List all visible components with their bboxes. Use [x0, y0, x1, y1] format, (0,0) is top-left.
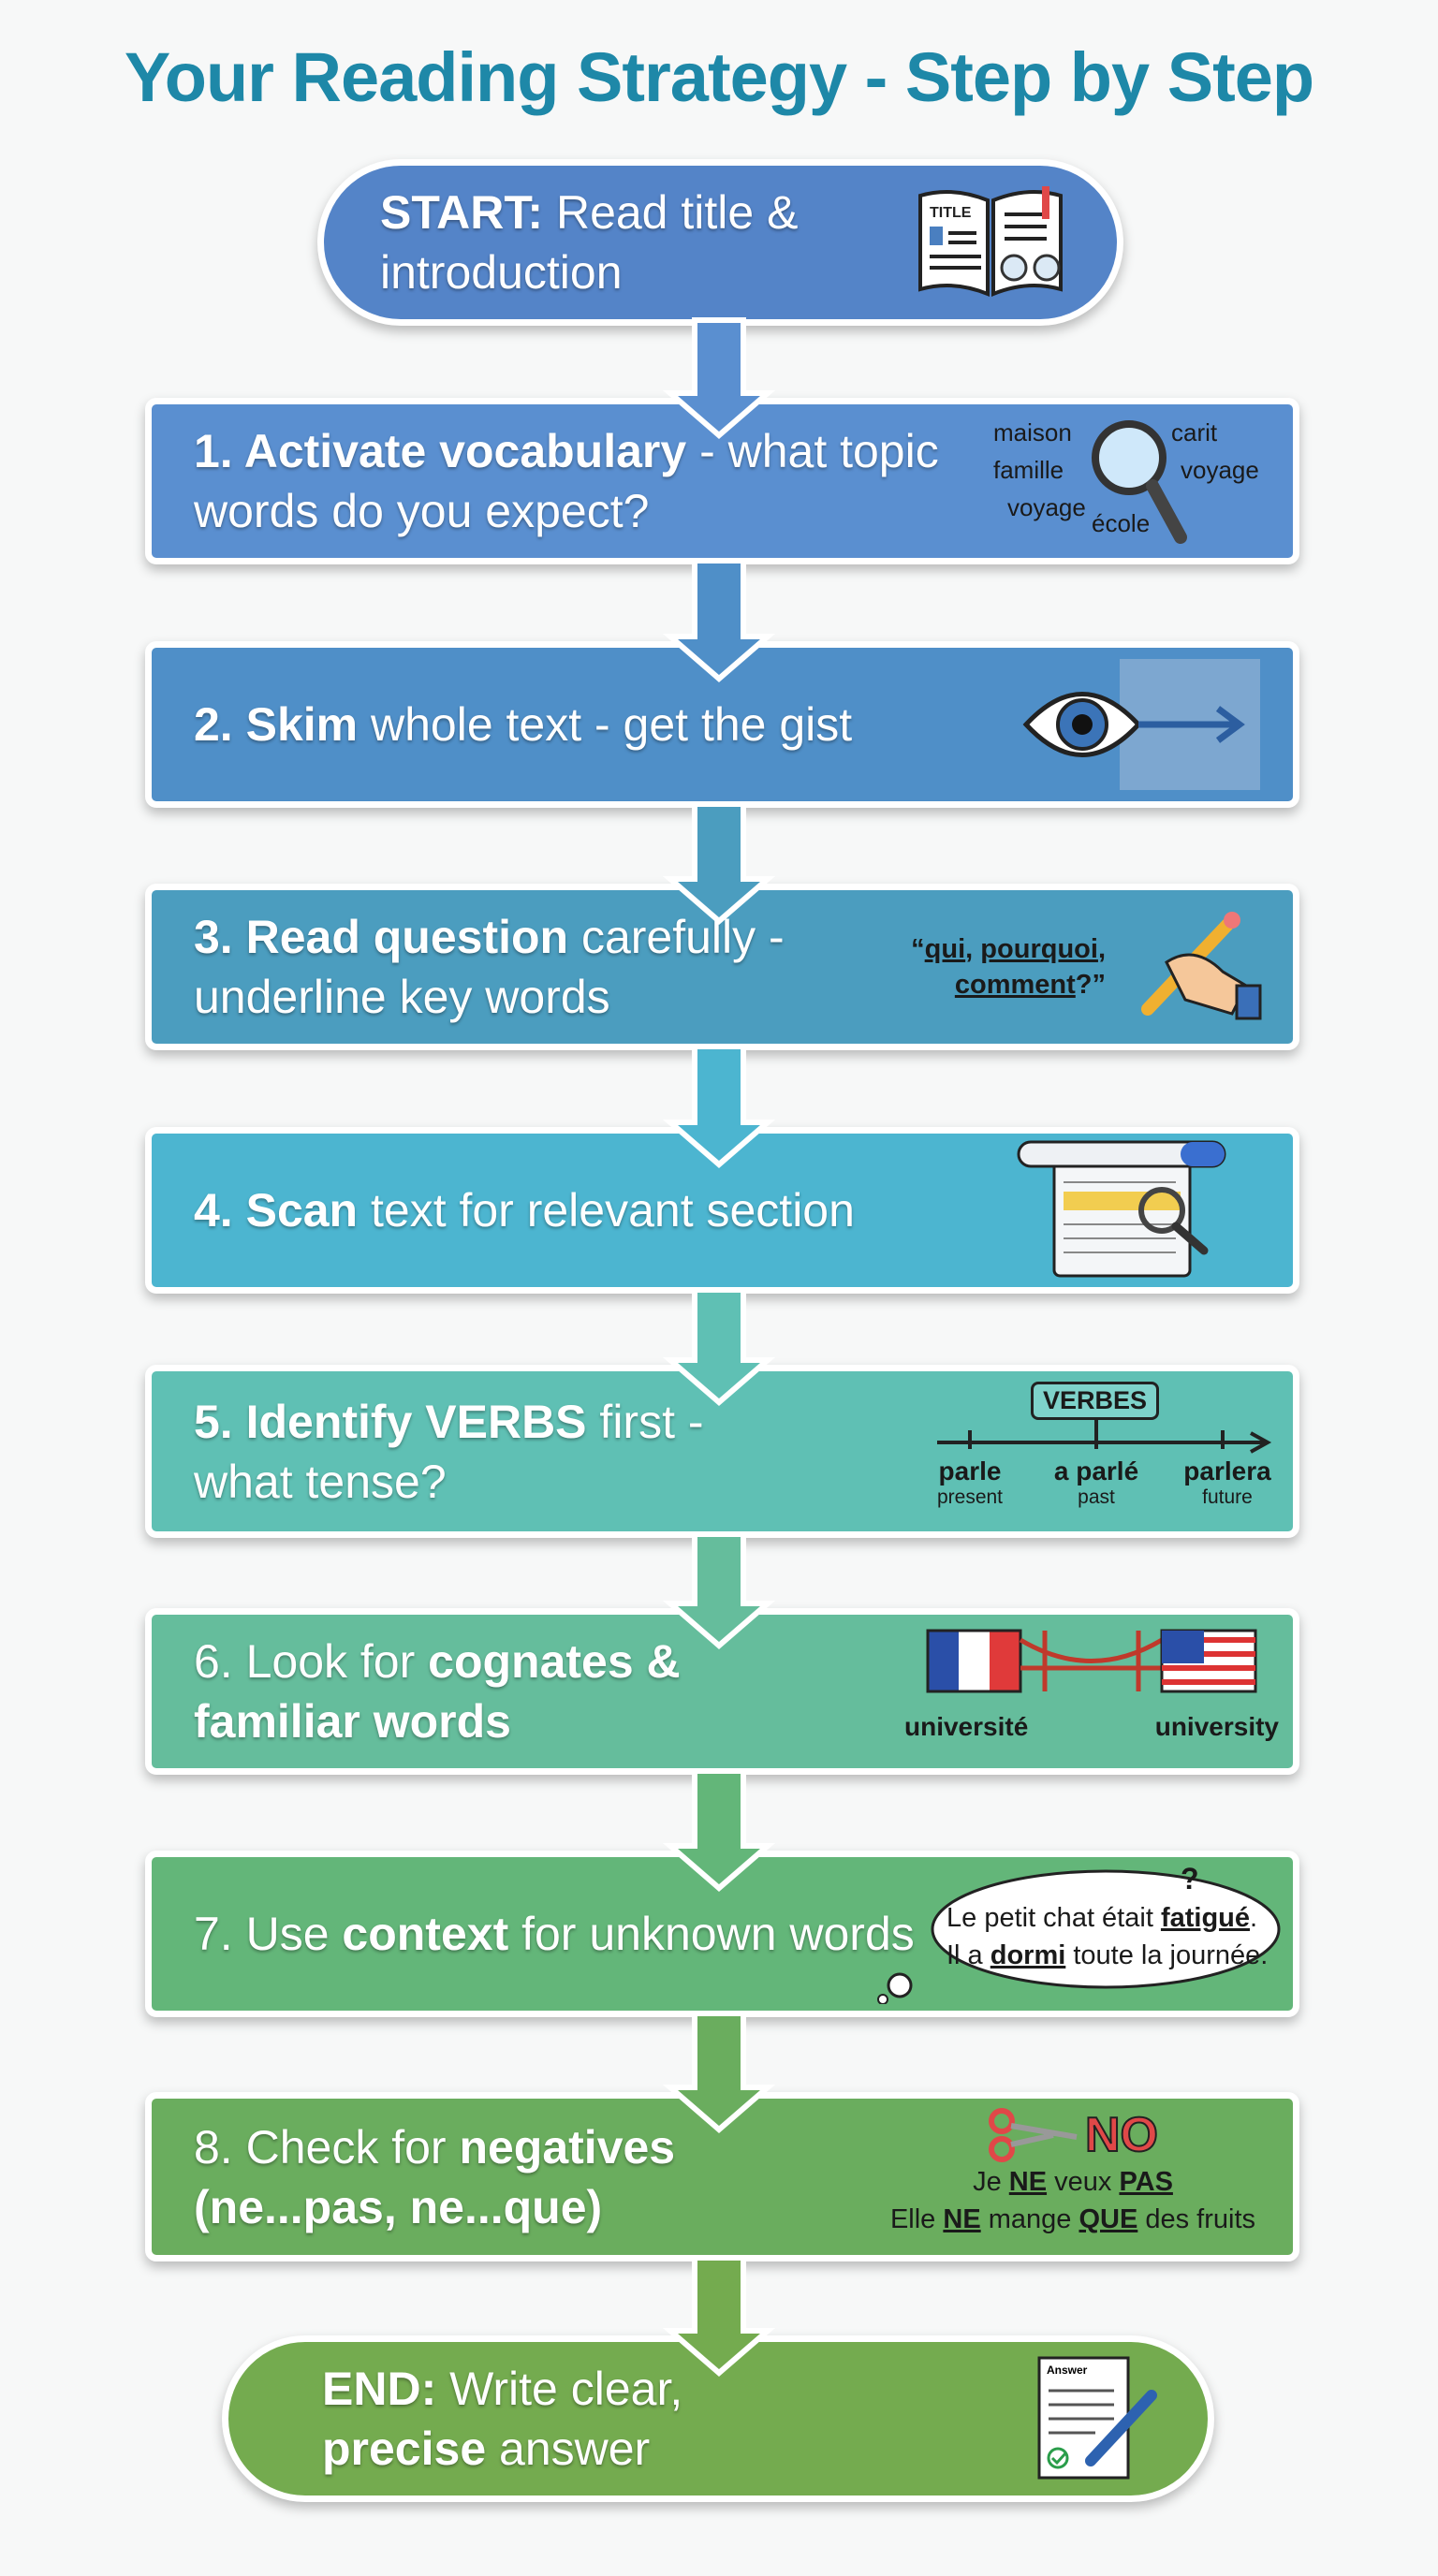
step-end: END: Write clear, precise answer Answer	[222, 2335, 1214, 2502]
step-3: 3. Read question carefully - underline k…	[145, 884, 1299, 1050]
svg-text:TITLE: TITLE	[930, 205, 972, 221]
step-text: END: Write clear, precise answer	[322, 2363, 683, 2475]
step-text: 3. Read question carefully - underline k…	[194, 911, 785, 1023]
page-title: Your Reading Strategy - Step by Step	[124, 38, 1314, 116]
word: maison	[993, 418, 1072, 446]
svg-text:Answer: Answer	[1047, 2364, 1088, 2377]
cognate-english: university	[1154, 1712, 1279, 1741]
flag-bridge-icon	[926, 1629, 1257, 1693]
eye-icon	[1022, 659, 1260, 790]
step-text: 6. Look for cognates & familiar words	[194, 1635, 681, 1748]
step-text: 8. Check for negatives(ne...pas, ne...qu…	[194, 2120, 676, 2233]
step-text: 7. Use context for unknown words	[194, 1908, 915, 1960]
search-document-icon	[1017, 1140, 1226, 1278]
step-8: 8. Check for negatives(ne...pas, ne...qu…	[145, 2092, 1299, 2261]
step-start: START: Read title & introduction TITLE	[317, 159, 1123, 326]
step-7: 7. Use context for unknown words ? Le pe…	[145, 1851, 1299, 2017]
step-4: 4. Scan text for relevant section	[145, 1127, 1299, 1294]
vocabulary-words: maison carit famille voyage voyage école	[993, 411, 1274, 551]
pencil-hand-icon	[1141, 912, 1262, 1020]
timeline-arrow-icon	[937, 1418, 1272, 1454]
word: école	[1092, 509, 1151, 537]
answer-sheet-icon: Answer	[1037, 2356, 1157, 2480]
step-text: 1. Activate vocabulary - what topic word…	[194, 425, 939, 537]
step-2: 2. Skim whole text - get the gist	[145, 641, 1299, 808]
step-text: 4. Scan text for relevant section	[194, 1184, 855, 1237]
step-text: 2. Skim whole text - get the gist	[194, 698, 853, 751]
open-book-icon: TITLE	[918, 186, 1063, 297]
step-1: 1. Activate vocabulary - what topic word…	[145, 398, 1299, 564]
word: voyage	[1007, 493, 1086, 521]
key-question-words: “qui, pourquoi,comment?”	[911, 934, 1106, 1000]
no-label: NO	[1084, 2107, 1159, 2163]
negatives-illustration: NO Je NE veux PAS Elle NE mange QUE des …	[889, 2107, 1256, 2234]
cognate-french: université	[904, 1712, 1029, 1741]
step-text: 5. Identify VERBS first - what tense?	[194, 1395, 704, 1508]
timeline-label: VERBES	[1031, 1381, 1160, 1420]
step-6: 6. Look for cognates & familiar words un…	[145, 1608, 1299, 1775]
magnifier-icon	[1092, 420, 1187, 544]
word: voyage	[1181, 456, 1259, 484]
word: carit	[1171, 418, 1218, 446]
step-5: 5. Identify VERBS first - what tense? VE…	[145, 1365, 1299, 1538]
cognates-illustration: université university	[904, 1626, 1279, 1757]
step-text: START: Read title & introduction	[380, 186, 799, 299]
thought-cloud-icon: ? Le petit chat était fatigué. Il a dorm…	[872, 1862, 1284, 2004]
word: famille	[993, 456, 1064, 484]
scissors-icon	[989, 2107, 1078, 2162]
